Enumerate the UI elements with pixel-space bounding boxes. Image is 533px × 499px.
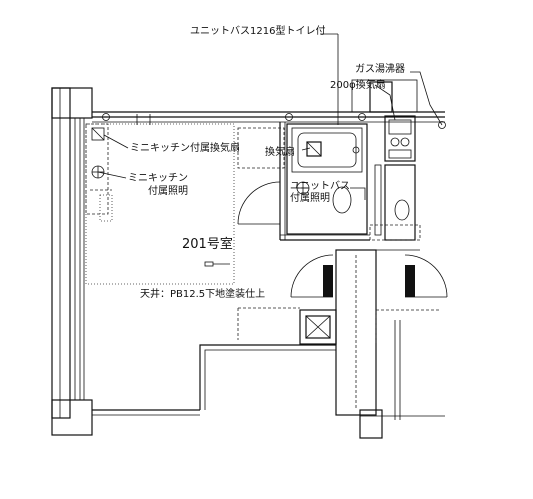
label-ceiling: 天井：PB12.5下地塗装仕上 <box>140 287 265 300</box>
label-bath-light-1: ユニットバス <box>290 180 350 192</box>
label-vent-fan: 換気扇 <box>265 145 295 158</box>
label-bath-light-2: 付属照明 <box>290 191 330 204</box>
label-kitchen-vent: ミニキッチン付属換気扇 <box>130 141 240 154</box>
gas-heater-column <box>369 115 421 241</box>
label-kitchen-light-1: ミニキッチン <box>128 172 188 184</box>
gas-heater-frame <box>351 79 418 113</box>
label-kitchen-light-2: 付属照明 <box>148 184 188 197</box>
label-room: 201号室 <box>182 236 233 252</box>
label-gas-heater: ガス湯沸器 <box>355 62 405 75</box>
corridor <box>290 249 448 416</box>
label-vent-200: 200φ換気扇 <box>330 78 386 91</box>
ceiling-dash-area <box>237 127 285 169</box>
left-window <box>74 118 85 400</box>
outlet-icon <box>204 261 230 267</box>
unit-bath <box>286 123 368 235</box>
room-dot-box <box>85 123 235 285</box>
label-unit-bath: ユニットバス1216型トイレ付 <box>190 24 325 37</box>
bath-door <box>237 164 382 236</box>
lower-partition <box>199 307 440 420</box>
left-wall <box>51 87 93 436</box>
bath-partition <box>279 122 370 241</box>
bottom-wall <box>92 409 445 439</box>
leader-lines <box>97 33 443 200</box>
